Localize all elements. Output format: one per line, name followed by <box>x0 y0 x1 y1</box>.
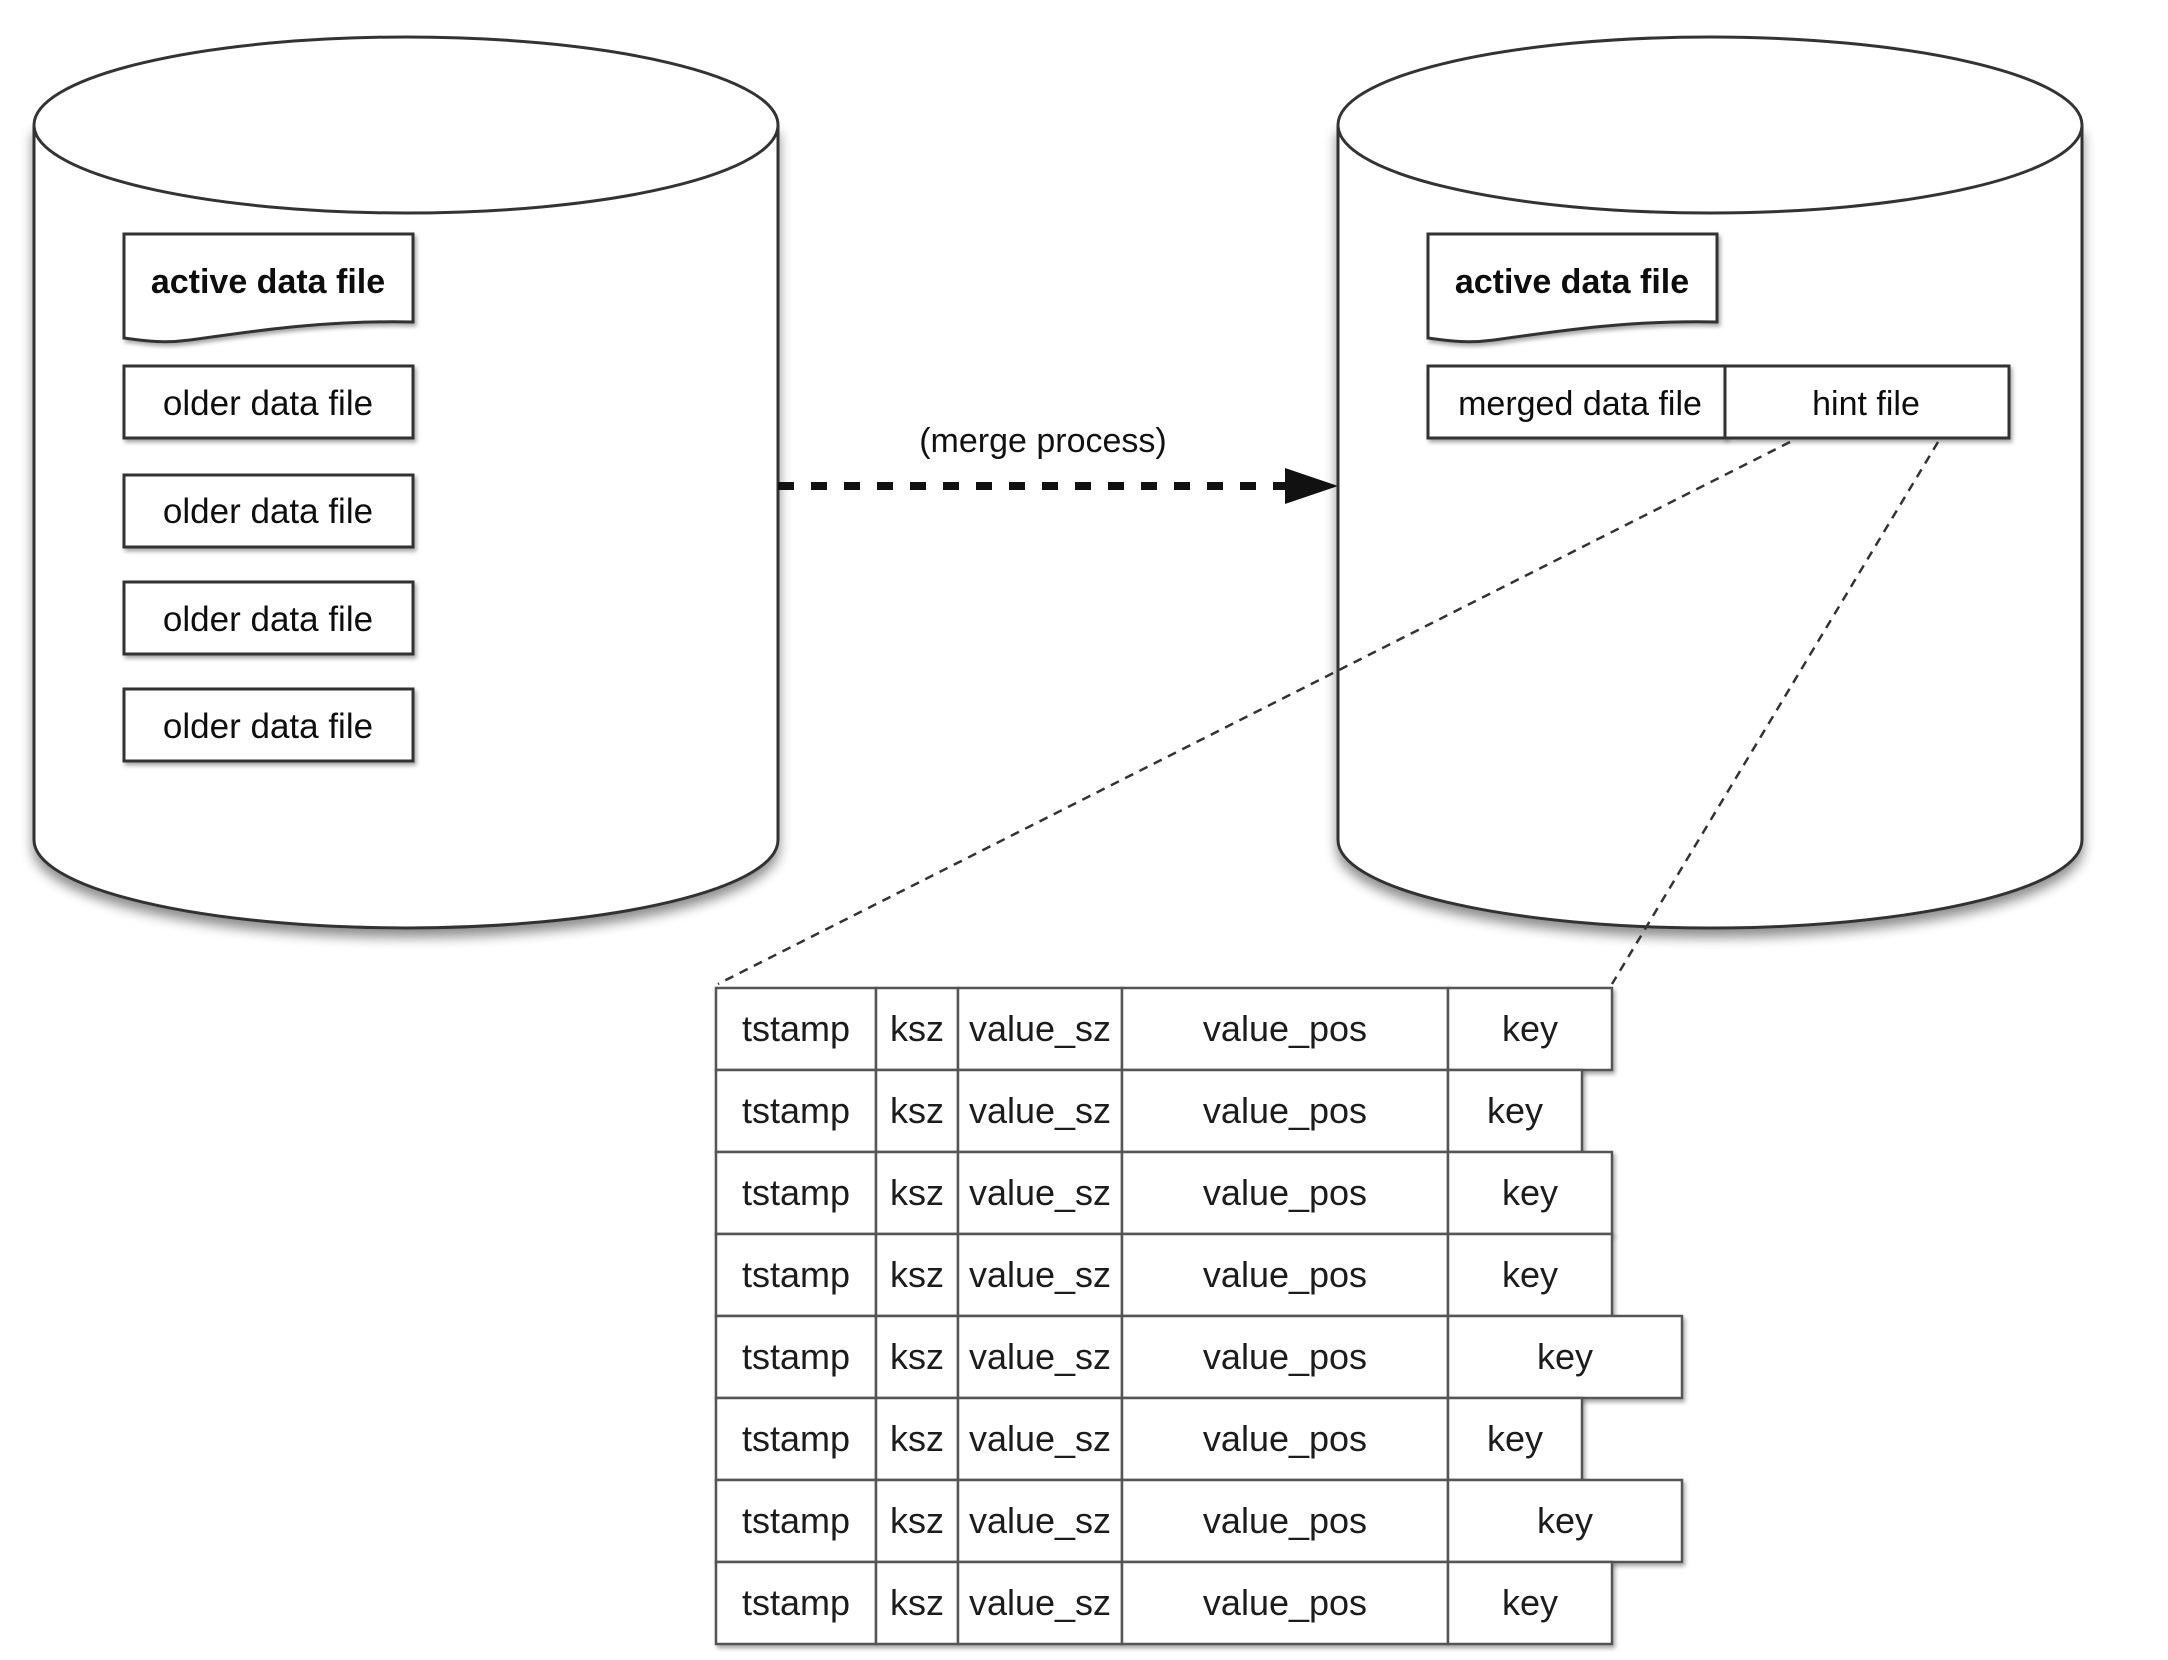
hint-file-zoom-lines <box>717 440 1940 986</box>
merged-store-top <box>1336 35 2084 215</box>
older-data-file: older data file <box>122 687 415 763</box>
tstamp-cell-label: tstamp <box>742 1336 850 1377</box>
ksz-cell-label: ksz <box>890 1500 944 1541</box>
value-pos-cell <box>1120 1478 1450 1564</box>
hint-file: hint file <box>1723 364 2011 440</box>
tstamp-cell-label: tstamp <box>742 1172 850 1213</box>
tstamp-cell <box>714 1396 878 1482</box>
older-data-file: older data file <box>122 364 415 440</box>
tstamp-cell <box>714 1232 878 1318</box>
source-store-top <box>32 35 780 215</box>
value-sz-cell-label: value_sz <box>969 1008 1111 1049</box>
key-cell-label: key <box>1502 1254 1558 1295</box>
older-data-file-label: older data file <box>163 707 373 746</box>
key-cell-label: key <box>1502 1008 1558 1049</box>
ksz-cell-label: ksz <box>890 1418 944 1459</box>
value-pos-cell-label: value_pos <box>1203 1418 1367 1459</box>
key-cell <box>1446 1560 1614 1646</box>
source-active-data-file-label: active data file <box>151 263 385 301</box>
ksz-cell-label: ksz <box>890 1172 944 1213</box>
merge-process-arrow: (merge process) <box>778 422 1338 504</box>
tstamp-cell <box>714 986 878 1072</box>
key-cell-label: key <box>1537 1500 1593 1541</box>
ksz-cell <box>874 1396 960 1482</box>
value-pos-cell-label: value_pos <box>1203 1582 1367 1623</box>
hint-entry-row: tstamp ksz value_sz value_pos key <box>714 986 1614 1072</box>
key-cell-label: key <box>1502 1582 1558 1623</box>
key-cell <box>1446 1478 1684 1564</box>
value-pos-cell <box>1120 986 1450 1072</box>
tstamp-cell <box>714 1560 878 1646</box>
key-cell <box>1446 1068 1584 1154</box>
key-cell-label: key <box>1487 1418 1543 1459</box>
tstamp-cell-label: tstamp <box>742 1254 850 1295</box>
older-data-file-label: older data file <box>163 492 373 531</box>
tstamp-cell-label: tstamp <box>742 1500 850 1541</box>
hint-entry-row: tstamp ksz value_sz value_pos key <box>714 1314 1684 1400</box>
value-sz-cell-label: value_sz <box>969 1254 1111 1295</box>
tstamp-cell <box>714 1314 878 1400</box>
tstamp-cell-label: tstamp <box>742 1008 850 1049</box>
ksz-cell <box>874 1478 960 1564</box>
value-sz-cell-label: value_sz <box>969 1090 1111 1131</box>
value-pos-cell <box>1120 1396 1450 1482</box>
hint-entry-row: tstamp ksz value_sz value_pos key <box>714 1150 1614 1236</box>
value-sz-cell <box>956 1560 1124 1646</box>
value-pos-cell-label: value_pos <box>1203 1172 1367 1213</box>
key-cell-label: key <box>1502 1172 1558 1213</box>
value-sz-cell <box>956 1232 1124 1318</box>
key-cell-label: key <box>1537 1336 1593 1377</box>
value-pos-cell-label: value_pos <box>1203 1254 1367 1295</box>
value-sz-cell <box>956 986 1124 1072</box>
merged-data-file-label: merged data file <box>1458 385 1702 423</box>
hint-entry-row: tstamp ksz value_sz value_pos key <box>714 1068 1584 1154</box>
ksz-cell-label: ksz <box>890 1254 944 1295</box>
ksz-cell-label: ksz <box>890 1582 944 1623</box>
value-sz-cell-label: value_sz <box>969 1582 1111 1623</box>
older-data-file-label: older data file <box>163 600 373 639</box>
value-pos-cell <box>1120 1560 1450 1646</box>
arrowhead-icon <box>1285 468 1338 504</box>
hint-entry-row: tstamp ksz value_sz value_pos key <box>714 1396 1584 1482</box>
merged-active-data-file: active data file <box>1426 232 1719 344</box>
merged-data-file: merged data file <box>1426 364 1727 440</box>
value-sz-cell-label: value_sz <box>969 1172 1111 1213</box>
value-pos-cell-label: value_pos <box>1203 1090 1367 1131</box>
tstamp-cell <box>714 1478 878 1564</box>
merged-store-cylinder: active data file merged data file hint f… <box>1336 35 2084 930</box>
older-data-file-label: older data file <box>163 384 373 423</box>
key-cell <box>1446 1232 1614 1318</box>
hint-file-label: hint file <box>1812 385 1920 423</box>
key-cell <box>1446 986 1614 1072</box>
tstamp-cell <box>714 1150 878 1236</box>
value-sz-cell-label: value_sz <box>969 1418 1111 1459</box>
ksz-cell-label: ksz <box>890 1336 944 1377</box>
merge-process-label: (merge process) <box>919 422 1167 460</box>
source-active-data-file: active data file <box>122 232 415 344</box>
value-pos-cell-label: value_pos <box>1203 1336 1367 1377</box>
hint-entry-row: tstamp ksz value_sz value_pos key <box>714 1478 1684 1564</box>
hint-entry-row: tstamp ksz value_sz value_pos key <box>714 1232 1614 1318</box>
value-pos-cell <box>1120 1150 1450 1236</box>
value-sz-cell-label: value_sz <box>969 1336 1111 1377</box>
older-data-file: older data file <box>122 580 415 656</box>
ksz-cell-label: ksz <box>890 1090 944 1131</box>
older-data-file: older data file <box>122 473 415 549</box>
merged-active-data-file-label: active data file <box>1455 263 1689 301</box>
hint-entry-row: tstamp ksz value_sz value_pos key <box>714 1560 1614 1646</box>
value-sz-cell-label: value_sz <box>969 1500 1111 1541</box>
tstamp-cell-label: tstamp <box>742 1090 850 1131</box>
tstamp-cell-label: tstamp <box>742 1418 850 1459</box>
source-store-cylinder: active data file older data file older d… <box>32 35 780 930</box>
value-pos-cell-label: value_pos <box>1203 1500 1367 1541</box>
value-pos-cell-label: value_pos <box>1203 1008 1367 1049</box>
key-cell-label: key <box>1487 1090 1543 1131</box>
tstamp-cell-label: tstamp <box>742 1582 850 1623</box>
ksz-cell-label: ksz <box>890 1008 944 1049</box>
key-cell <box>1446 1396 1584 1482</box>
